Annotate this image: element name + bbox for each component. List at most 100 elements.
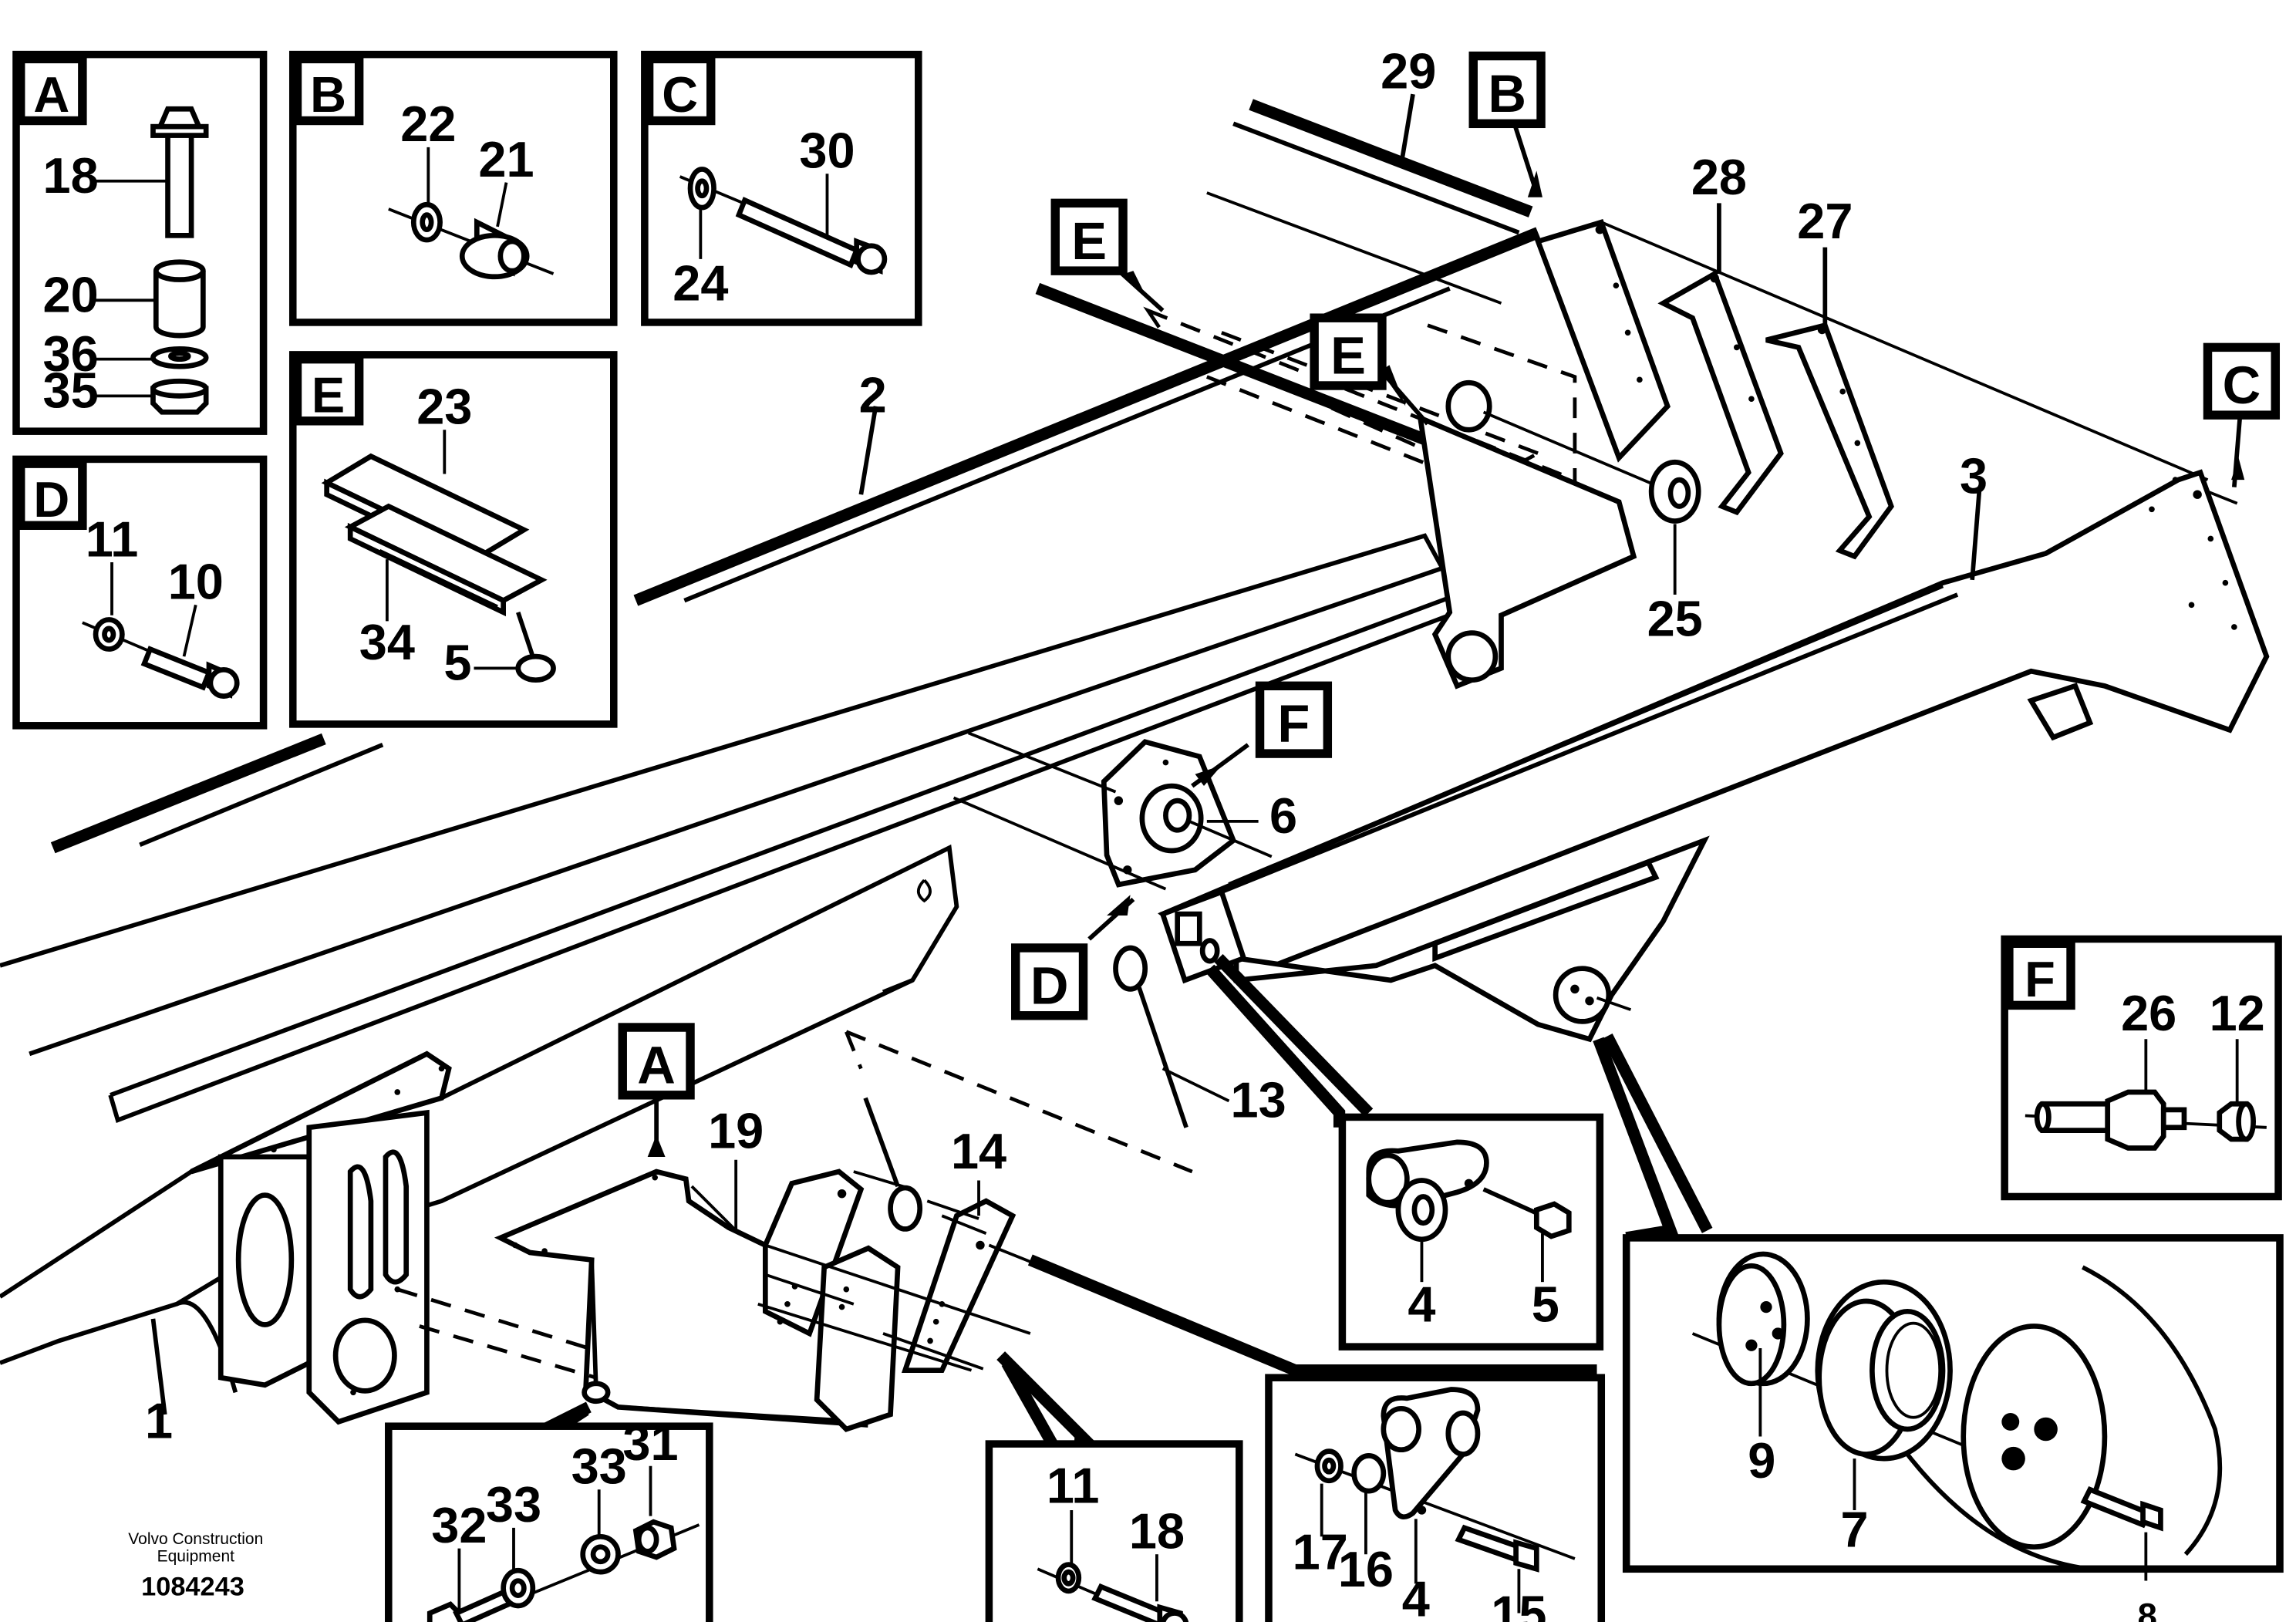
callout-7: 7 <box>1840 1502 1868 1558</box>
callout-20: 20 <box>43 267 99 323</box>
brand-line-2: Equipment <box>157 1548 234 1566</box>
bolt-30 <box>735 197 888 275</box>
callout-33-a: 33 <box>486 1476 541 1533</box>
detail-c-tag: C <box>662 66 698 123</box>
callout-34: 34 <box>359 614 415 670</box>
screw-5 <box>1482 1187 1572 1239</box>
callout-33-b: 33 <box>571 1438 627 1495</box>
tag-e-main-1: E <box>1071 211 1107 271</box>
tag-f-main: F <box>1277 694 1310 754</box>
washer-22 <box>410 201 443 243</box>
detail-box-e: E 23 34 5 <box>288 351 618 728</box>
washer-11-b <box>1055 1562 1082 1594</box>
tag-e-main-2: E <box>1330 326 1366 386</box>
plate-disc <box>1961 1324 2108 1550</box>
detail-e-tag: E <box>312 366 345 423</box>
bolt-10 <box>140 646 240 699</box>
tag-b-main: B <box>1488 64 1526 123</box>
callout-16: 16 <box>1338 1541 1394 1597</box>
callout-15: 15 <box>1491 1585 1546 1622</box>
callout-35: 35 <box>43 363 99 419</box>
detail-box-pin-15-17: 17 16 4 15 <box>1265 1374 1606 1622</box>
callout-17: 17 <box>1293 1523 1348 1580</box>
disc-9 <box>1716 1251 1810 1387</box>
tag-d-main: D <box>1030 956 1069 1015</box>
callout-22: 22 <box>400 96 456 152</box>
callout-4-a: 4 <box>1408 1276 1435 1333</box>
callout-3: 3 <box>1960 447 1988 504</box>
washer-25 <box>1648 459 1701 524</box>
callout-21: 21 <box>478 131 534 187</box>
bolt-8 <box>2080 1485 2163 1532</box>
detail-box-a: A 18 20 36 35 <box>12 50 268 435</box>
washer-24 <box>687 167 716 211</box>
grease-fitting-26 <box>2034 1089 2187 1151</box>
detail-box-bolt-31-33: 32 33 33 31 <box>385 1415 713 1622</box>
detail-f-tag: F <box>2025 951 2055 1007</box>
callout-31: 31 <box>622 1415 678 1471</box>
callout-8: 8 <box>2138 1597 2157 1622</box>
pin-4-b <box>1381 1387 1481 1519</box>
callout-27: 27 <box>1797 193 1853 249</box>
bolt-18 <box>150 106 209 238</box>
bolt-15 <box>1455 1524 1539 1573</box>
callout-11-detail-d: 11 <box>86 511 139 567</box>
callout-32: 32 <box>431 1497 487 1553</box>
washer-17 <box>1314 1448 1344 1484</box>
spacer-sleeve-20 <box>153 259 206 339</box>
callout-18: 18 <box>43 147 99 204</box>
bearing-7 <box>1815 1279 1953 1462</box>
callout-18-b: 18 <box>1129 1503 1185 1560</box>
tag-c-main: C <box>2223 356 2261 415</box>
cap-12 <box>2217 1101 2256 1142</box>
callout-14: 14 <box>951 1123 1006 1179</box>
main-tags: B E E C F D A <box>618 51 2281 1100</box>
shim-plate-34 <box>344 503 548 617</box>
detail-box-c: C 24 30 <box>641 50 922 326</box>
callout-10: 10 <box>168 554 224 610</box>
washer-33-b <box>580 1533 621 1575</box>
callout-23: 23 <box>416 379 472 435</box>
detail-box-pin-4-5: 4 5 <box>1338 1113 1604 1351</box>
footer-branding: Volvo Construction Equipment 1084243 <box>128 1530 263 1602</box>
detail-b-tag: B <box>310 66 346 123</box>
document-number: 1084243 <box>141 1573 244 1602</box>
pin-4 <box>1366 1139 1489 1243</box>
bolt-18-b <box>1091 1583 1189 1622</box>
detail-box-b: B 22 21 <box>288 50 618 326</box>
callout-13: 13 <box>1231 1071 1286 1128</box>
tag-a-main: A <box>637 1036 676 1095</box>
washer-36 <box>150 346 209 369</box>
detail-box-d: D 11 10 <box>12 455 268 730</box>
callout-36: 36 <box>43 325 99 382</box>
nut-31 <box>632 1519 677 1560</box>
bushing-21 <box>459 218 530 280</box>
callout-5-detail-e: 5 <box>443 635 471 691</box>
detail-d-tag: D <box>33 471 69 528</box>
callout-24: 24 <box>673 255 728 311</box>
bushing-16 <box>1351 1453 1387 1494</box>
main-callouts: 29 28 27 2 3 25 6 13 19 14 1 <box>145 43 1988 1449</box>
callout-26: 26 <box>2121 985 2176 1041</box>
washer-33-a <box>501 1567 536 1609</box>
callout-30: 30 <box>799 123 855 179</box>
brand-line-1: Volvo Construction <box>128 1530 263 1548</box>
callout-1: 1 <box>145 1392 173 1448</box>
bolt-32 <box>426 1586 519 1622</box>
callout-11-b: 11 <box>1047 1457 1100 1513</box>
callout-19: 19 <box>708 1103 764 1159</box>
callout-9: 9 <box>1748 1432 1775 1489</box>
detail-a-tag: A <box>33 66 69 123</box>
callout-28: 28 <box>1691 149 1747 205</box>
washer-11 <box>93 617 125 652</box>
callout-4-b: 4 <box>1402 1570 1430 1622</box>
detail-box-hub-7-8-9: 9 7 8 <box>1622 1234 2284 1622</box>
callout-29: 29 <box>1381 43 1436 99</box>
main-assembly <box>0 93 2270 1432</box>
callout-6: 6 <box>1269 787 1297 844</box>
callout-25: 25 <box>1647 590 1703 646</box>
callout-5: 5 <box>1532 1276 1559 1333</box>
callout-2: 2 <box>859 366 887 423</box>
detail-box-f: F 26 12 <box>2001 935 2282 1201</box>
